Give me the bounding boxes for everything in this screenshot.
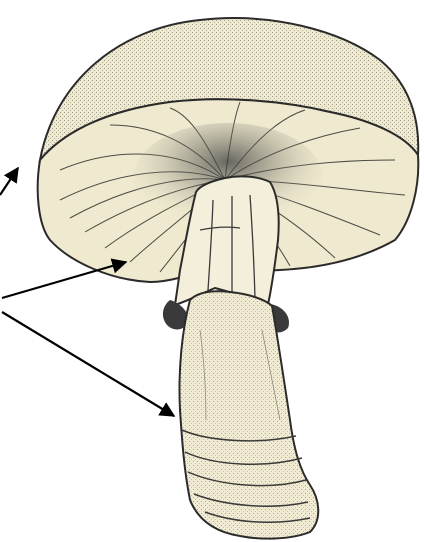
arrow-to-cap xyxy=(0,168,18,195)
stem xyxy=(179,291,318,538)
arrow-to-gills xyxy=(2,262,126,298)
arrow-to-stem xyxy=(2,312,174,416)
